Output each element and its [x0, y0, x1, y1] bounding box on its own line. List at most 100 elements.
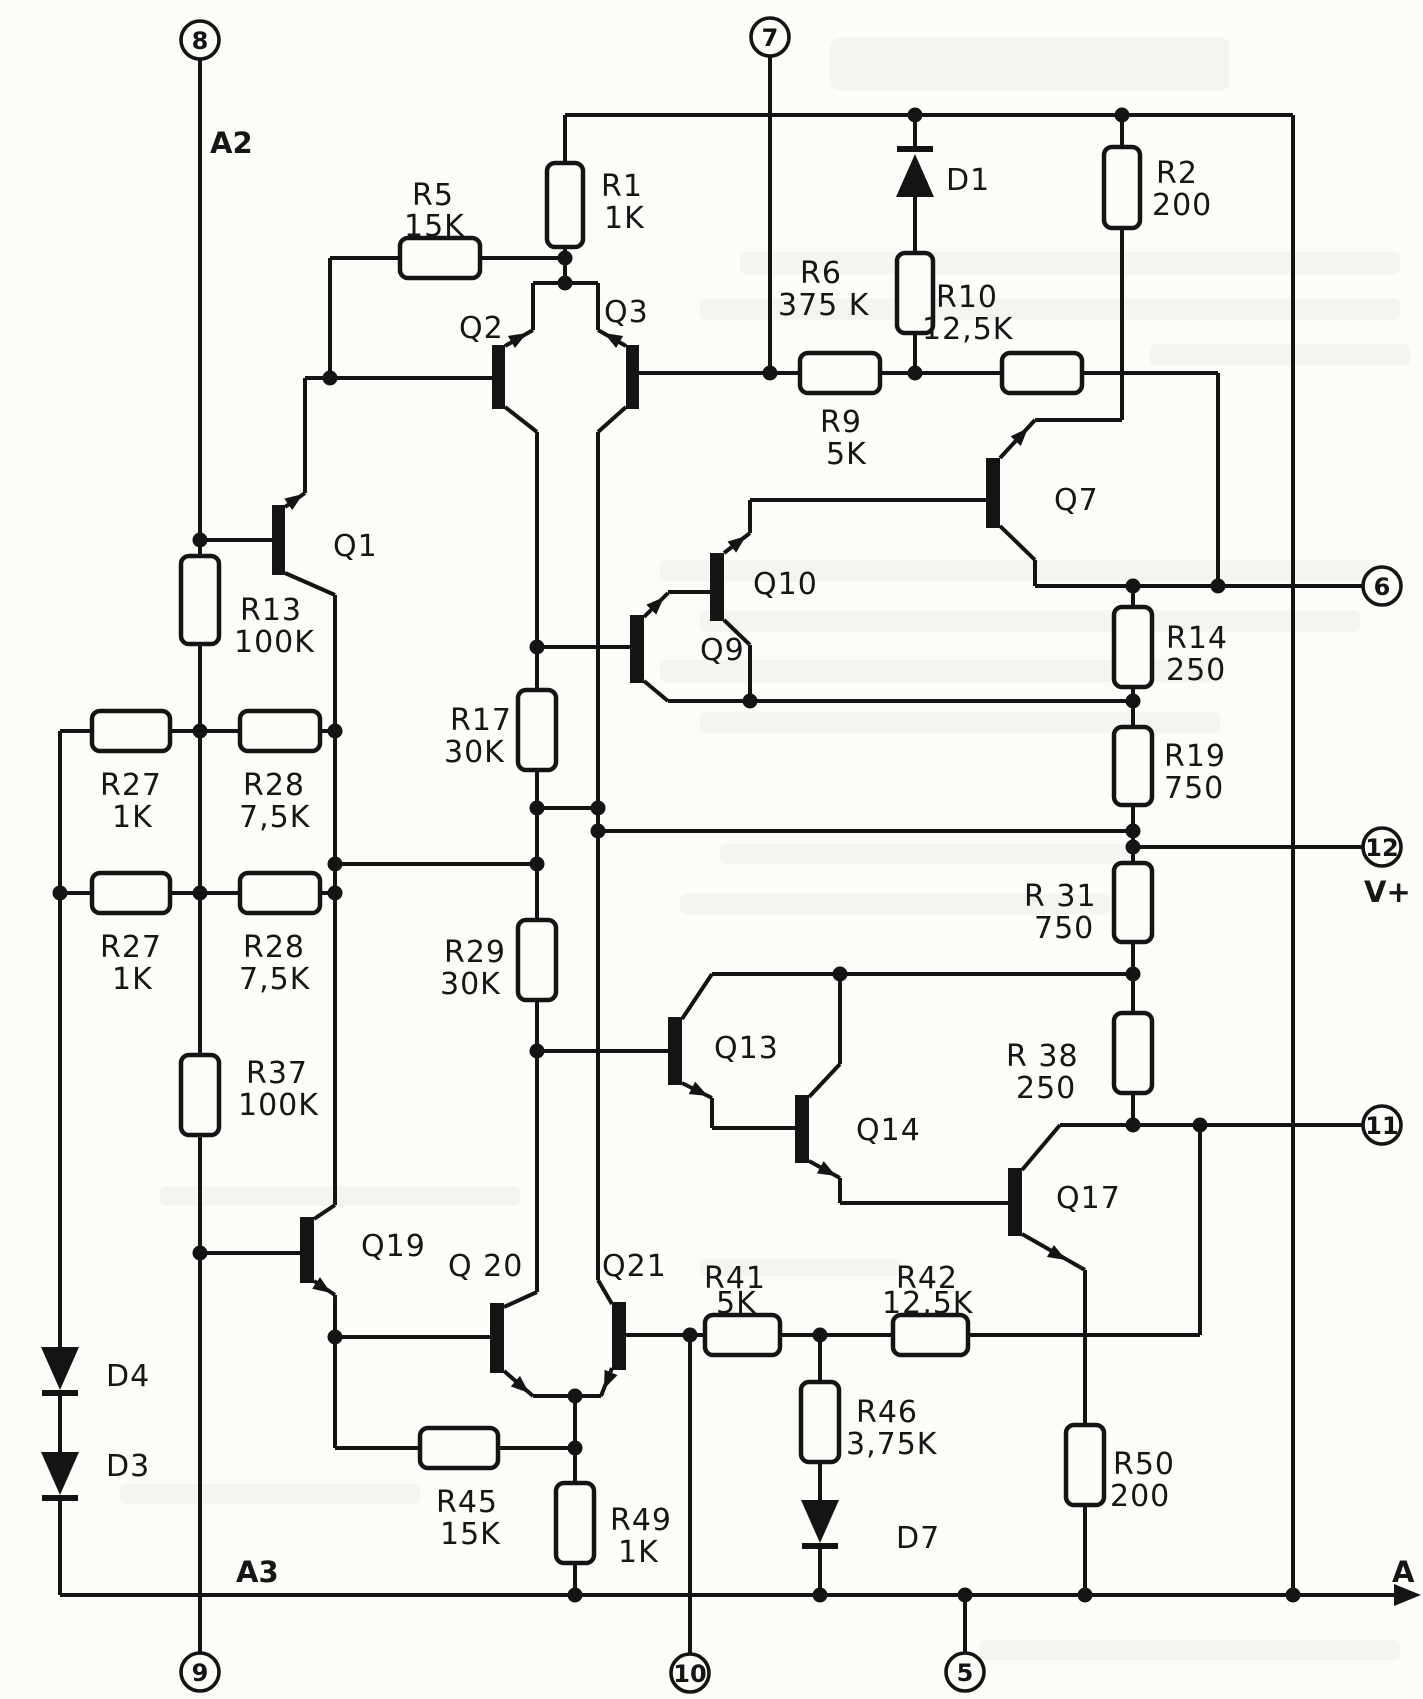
resistor-r19: R19 750: [1111, 724, 1226, 808]
diode-d3-label: D3: [106, 1449, 150, 1484]
resistor-r42-name: R42: [896, 1261, 958, 1296]
resistor-r42: R42 12,5K: [882, 1261, 973, 1358]
resistor-r49: R49 1K: [553, 1480, 672, 1570]
resistor-r27-bottom-value: 1K: [112, 962, 153, 997]
terminal-10: 10: [669, 1652, 711, 1694]
resistor-r27-top-value: 1K: [112, 800, 153, 835]
resistor-r6-name: R6: [800, 256, 842, 291]
terminal-9-number: 9: [192, 1659, 209, 1687]
resistor-r45: R45 15K: [417, 1425, 501, 1552]
resistor-r46-name: R46: [856, 1395, 918, 1430]
resistor-r2: R2 200: [1101, 144, 1212, 231]
terminal-6: 6: [1361, 565, 1403, 607]
transistor-q1: Q1: [272, 505, 377, 575]
resistor-r28-top-value: 7,5K: [239, 800, 311, 835]
transistor-q13-label: Q13: [714, 1031, 779, 1066]
resistor-r37-name: R37: [246, 1056, 308, 1091]
resistor-r9-value: 5K: [826, 437, 867, 472]
resistor-r38-value: 250: [1016, 1071, 1076, 1106]
resistor-r29-name: R29: [444, 935, 506, 970]
resistor-r29-value: 30K: [440, 967, 501, 1002]
terminal-7-number: 7: [762, 24, 779, 52]
transistor-q21-label: Q21: [602, 1249, 667, 1284]
resistor-r28-top-name: R28: [243, 768, 305, 803]
terminal-12-number: 12: [1365, 834, 1398, 862]
resistor-r2-name: R2: [1156, 156, 1198, 191]
resistor-r1: R1 1K: [544, 160, 644, 250]
terminal-8-number: 8: [192, 27, 209, 55]
resistor-r38-name: R 38: [1006, 1039, 1079, 1074]
resistor-r28-bottom-name: R28: [243, 930, 305, 965]
resistor-r6: R6 375 K: [778, 250, 936, 336]
diode-d7-label: D7: [896, 1521, 940, 1556]
resistor-r10-name: R10: [936, 280, 998, 315]
terminal-9: 9: [179, 1651, 221, 1693]
net-label-a3: A3: [236, 1555, 279, 1589]
resistors: R5 15K R1 1K R2 200 R6 375 K R9 5K R10 1…: [89, 144, 1227, 1570]
terminal-8: 8: [179, 19, 221, 61]
transistors: Q1 Q2 Q3 Q7 Q9 Q10 Q13 Q14 Q17 Q19 Q 20 …: [272, 295, 1121, 1373]
resistor-r5-name: R5: [412, 178, 454, 213]
resistor-r6-value: 375 K: [778, 288, 870, 323]
resistor-r46: R46 3,75K: [798, 1379, 938, 1465]
transistor-q19: Q19: [300, 1217, 425, 1283]
transistor-q10-label: Q10: [753, 567, 818, 602]
transistor-q2-label: Q2: [459, 311, 504, 346]
resistor-r31: R 31 750: [1024, 860, 1155, 946]
rail-output-arrow: A: [1392, 1555, 1421, 1606]
junction-dots: [52, 107, 1301, 1603]
resistor-r14-value: 250: [1166, 653, 1226, 688]
transistor-q14-label: Q14: [856, 1113, 921, 1148]
resistor-r29: R29 30K: [440, 917, 559, 1003]
net-label-vplus: V+: [1364, 875, 1411, 909]
terminal-6-number: 6: [1374, 573, 1391, 601]
resistor-r45-value: 15K: [440, 1517, 501, 1552]
diode-d4-label: D4: [106, 1359, 150, 1394]
transistor-q21: Q21: [602, 1249, 667, 1370]
terminal-11: 11: [1361, 1104, 1403, 1146]
resistor-r19-name: R19: [1164, 739, 1226, 774]
transistor-q2: Q2: [459, 311, 505, 409]
resistor-r46-value: 3,75K: [846, 1427, 938, 1462]
resistor-r9-name: R9: [820, 405, 862, 440]
diodes: D1 D4 D3 D7: [41, 146, 989, 1556]
resistor-r5-value: 15K: [404, 209, 465, 244]
terminal-12: 12: [1361, 826, 1403, 868]
resistor-r10-value: 12,5K: [922, 312, 1014, 347]
resistor-r50-value: 200: [1110, 1479, 1170, 1514]
terminals: 8 7 6 12 11 9 10 5: [179, 16, 1403, 1694]
rail-output-label: A: [1392, 1555, 1415, 1589]
terminal-5: 5: [944, 1651, 986, 1693]
resistor-r17-name: R17: [450, 703, 512, 738]
transistor-q10: Q10: [710, 553, 818, 621]
diode-d7: D7: [801, 1500, 940, 1556]
resistor-r17-value: 30K: [444, 735, 505, 770]
resistor-r9: R9 5K: [797, 350, 883, 472]
resistor-r27-top-name: R27: [100, 768, 162, 803]
resistor-r49-name: R49: [610, 1503, 672, 1538]
resistor-r41-name: R41: [704, 1261, 766, 1296]
diode-d4: D4: [41, 1347, 150, 1396]
transistor-q7: Q7: [986, 458, 1098, 528]
resistor-r41: R41 5K: [702, 1261, 783, 1358]
terminal-11-number: 11: [1365, 1112, 1398, 1140]
resistor-r31-value: 750: [1034, 911, 1094, 946]
resistor-r14: R14 250: [1111, 604, 1227, 690]
diode-d3: D3: [41, 1449, 150, 1501]
resistor-r1-name: R1: [601, 169, 643, 204]
resistor-r45-name: R45: [436, 1485, 498, 1520]
resistor-r2-value: 200: [1152, 188, 1212, 223]
transistor-q3: Q3: [604, 295, 648, 409]
resistor-r13-name: R13: [240, 593, 302, 628]
resistor-r27-bottom: R27 1K: [89, 870, 173, 997]
bleed-through-texture: [120, 38, 1410, 1660]
resistor-r27-bottom-name: R27: [100, 930, 162, 965]
resistor-r38: R 38 250: [1006, 1010, 1155, 1106]
resistor-r28-bottom-value: 7,5K: [239, 962, 311, 997]
transistor-q17-label: Q17: [1056, 1181, 1121, 1216]
transistor-q14: Q14: [795, 1095, 921, 1163]
emitter-arrows: [284, 333, 1066, 1393]
resistor-r50: R50 200: [1063, 1422, 1174, 1514]
transistor-q20: Q 20: [448, 1249, 522, 1373]
